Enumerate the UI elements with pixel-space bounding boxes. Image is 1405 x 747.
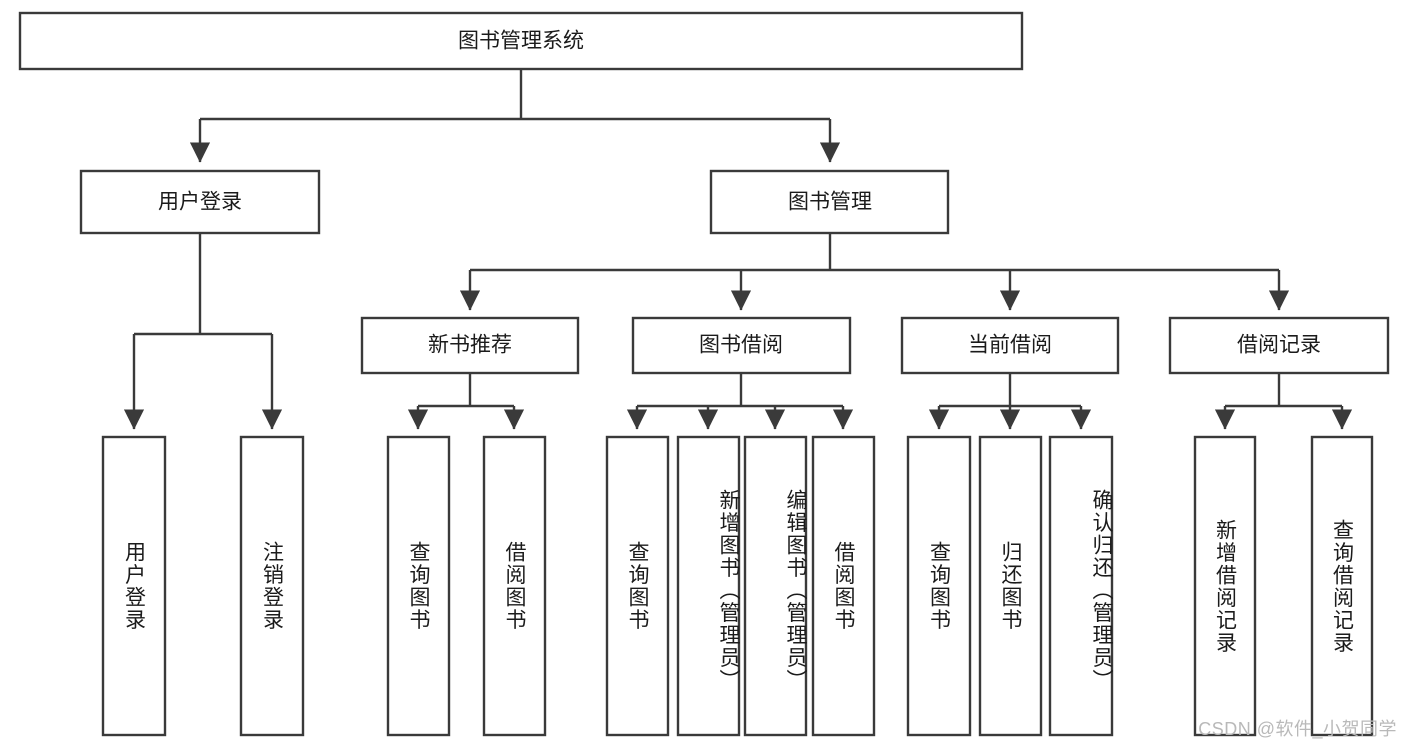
node-box-leaf-query-borrow-record[interactable]: [1310, 435, 1374, 737]
node-layer: 图书管理系统 用户登录 图书管理 新书推荐 图书借阅 当前借阅 借阅记录: [18, 11, 1390, 737]
node-label-user-login: 用户登录: [158, 191, 242, 214]
node-box-leaf-confirm-return-admin[interactable]: [1048, 435, 1114, 737]
node-box-leaf-query-book-3[interactable]: [906, 435, 972, 737]
node-box-leaf-borrow-book-2[interactable]: [811, 435, 876, 737]
node-label-new-book-recommend: 新书推荐: [428, 334, 512, 357]
node-label-book-borrow: 图书借阅: [699, 334, 783, 357]
node-box-current-borrow[interactable]: [900, 316, 1120, 375]
node-box-leaf-user-login[interactable]: [101, 435, 167, 737]
node-label-book-management: 图书管理: [788, 191, 872, 214]
node-label-current-borrow: 当前借阅: [968, 334, 1052, 357]
node-label-root: 图书管理系统: [458, 30, 584, 53]
csdn-watermark: CSDN @软件_小贺同学: [1198, 719, 1397, 739]
node-box-leaf-borrow-book-1[interactable]: [482, 435, 547, 737]
node-box-root[interactable]: [18, 11, 1024, 71]
node-box-user-login[interactable]: [79, 169, 321, 235]
node-box-new-book-recommend[interactable]: [360, 316, 580, 375]
node-box-borrow-records[interactable]: [1168, 316, 1390, 375]
node-box-leaf-query-book-1[interactable]: [386, 435, 451, 737]
node-box-leaf-query-book-2[interactable]: [605, 435, 670, 737]
node-box-leaf-add-borrow-record[interactable]: [1193, 435, 1257, 737]
node-label-borrow-records: 借阅记录: [1237, 334, 1321, 357]
node-box-leaf-return-book[interactable]: [978, 435, 1043, 737]
edge-layer: [123, 69, 1353, 430]
node-box-leaf-edit-book-admin[interactable]: [743, 435, 808, 737]
node-box-book-borrow[interactable]: [631, 316, 852, 375]
node-box-leaf-add-book-admin[interactable]: [676, 435, 741, 737]
node-box-book-management[interactable]: [709, 169, 950, 235]
node-box-leaf-logout[interactable]: [239, 435, 305, 737]
